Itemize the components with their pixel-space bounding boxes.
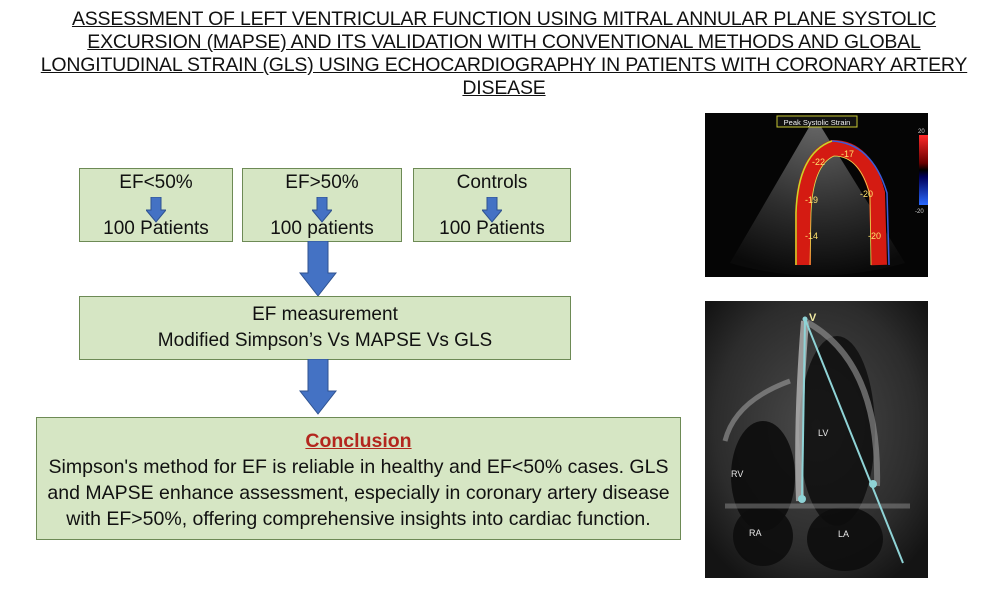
group-count: 100 Patients bbox=[103, 218, 209, 239]
title-line-1: ASSESSMENT OF LEFT VENTRICULAR FUNCTION … bbox=[71, 8, 937, 30]
group-label: Controls bbox=[456, 172, 528, 193]
strain-segment-label: -20 bbox=[860, 189, 873, 199]
mapse-echo-image: V LV RV RA LA bbox=[705, 301, 928, 578]
lv-label: LV bbox=[818, 428, 828, 438]
page-title: ASSESSMENT OF LEFT VENTRICULAR FUNCTION … bbox=[0, 8, 1008, 100]
group-label: EF>50% bbox=[285, 172, 359, 193]
group-box-controls: Controls 100 Patients bbox=[413, 168, 571, 242]
title-line-4: DISEASE bbox=[462, 77, 546, 99]
strain-segment-label: -14 bbox=[805, 231, 818, 241]
strain-segment-label: -17 bbox=[841, 149, 854, 159]
group-box-ef-above-50: EF>50% 100 patients bbox=[242, 168, 402, 242]
group-label: EF<50% bbox=[119, 172, 193, 193]
ef-measurement-box: EF measurement Modified Simpson’s Vs MAP… bbox=[79, 296, 571, 360]
rv-label: RV bbox=[731, 469, 743, 479]
conclusion-text-line-2: and MAPSE enhance assessment, especially… bbox=[47, 482, 670, 504]
conclusion-text-line-1: Simpson's method for EF is reliable in h… bbox=[48, 456, 669, 478]
down-arrow-icon bbox=[299, 241, 337, 297]
conclusion-box: Conclusion Simpson's method for EF is re… bbox=[36, 417, 681, 540]
conclusion-heading: Conclusion bbox=[305, 430, 412, 452]
group-box-ef-below-50: EF<50% 100 Patients bbox=[79, 168, 233, 242]
ef-measurement-title: EF measurement bbox=[252, 304, 398, 325]
ef-measurement-methods: Modified Simpson’s Vs MAPSE Vs GLS bbox=[157, 330, 493, 351]
down-arrow-icon bbox=[312, 197, 332, 223]
strain-segment-label: -19 bbox=[805, 195, 818, 205]
strain-segment-label: -20 bbox=[868, 231, 881, 241]
scale-bottom-label: -20 bbox=[915, 209, 924, 215]
down-arrow-icon bbox=[146, 197, 166, 223]
strain-echo-image: Peak Systolic Strain -22 -17 -19 -20 -14… bbox=[705, 113, 928, 277]
title-line-3: LONGITUDINAL STRAIN (GLS) USING ECHOCARD… bbox=[40, 54, 968, 76]
group-count: 100 Patients bbox=[439, 218, 545, 239]
down-arrow-icon bbox=[482, 197, 502, 223]
down-arrow-icon bbox=[299, 359, 337, 415]
group-count: 100 patients bbox=[270, 218, 374, 239]
ra-label: RA bbox=[749, 528, 762, 538]
title-line-2: EXCURSION (MAPSE) AND ITS VALIDATION WIT… bbox=[87, 31, 921, 53]
strain-color-scale bbox=[919, 135, 928, 205]
apex-label: V bbox=[809, 312, 817, 324]
conclusion-text-line-3: with EF>50%, offering comprehensive insi… bbox=[66, 508, 651, 530]
la-label: LA bbox=[838, 529, 849, 539]
scale-top-label: 20 bbox=[918, 129, 925, 135]
strain-header-text: Peak Systolic Strain bbox=[784, 118, 851, 127]
strain-segment-label: -22 bbox=[812, 157, 825, 167]
